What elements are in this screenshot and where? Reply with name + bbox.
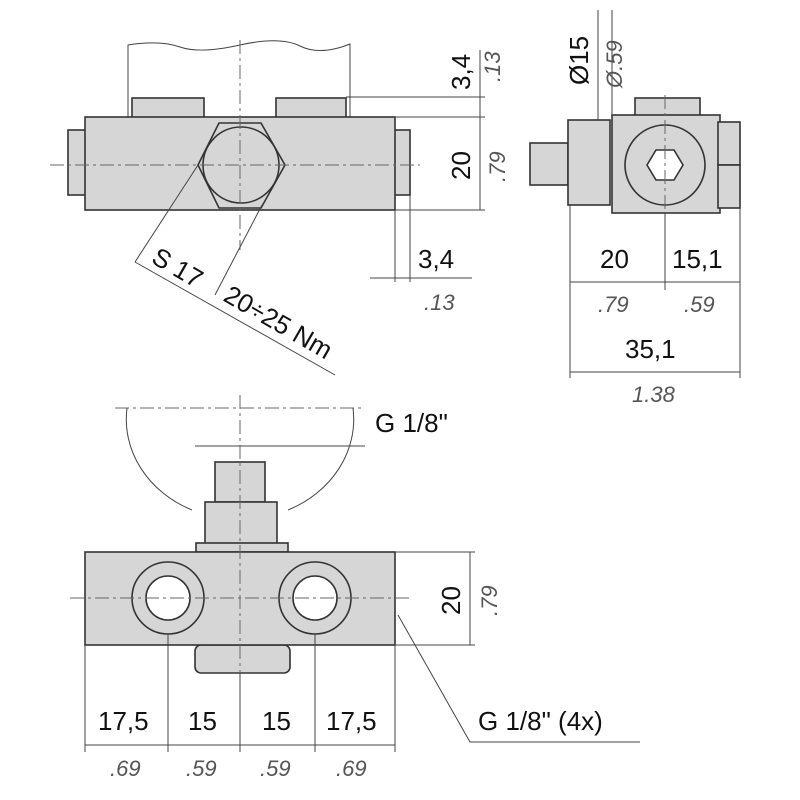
side-plate — [567, 119, 611, 206]
spacing-3-in: .59 — [260, 756, 291, 781]
pipe-arc-right — [287, 407, 355, 511]
side-bump — [634, 97, 701, 117]
dim-height-mm: 20 — [446, 151, 476, 180]
side-view: Ø15 Ø.59 20 15,1 .79 .59 35,1 1.38 — [529, 10, 741, 407]
spacing-4-in: .69 — [336, 756, 367, 781]
spacing-2-in: .59 — [186, 756, 217, 781]
inlet-base — [195, 542, 289, 553]
pipe-arc-left — [125, 407, 193, 511]
dim-top-offset-in: .13 — [480, 51, 505, 82]
side-hex-top — [717, 121, 741, 166]
dim-diameter-in: Ø.59 — [602, 40, 627, 89]
dim-total-mm: 35,1 — [625, 334, 676, 364]
dim-width-b-in: .59 — [684, 292, 715, 317]
dim-total-in: 1.38 — [632, 382, 676, 407]
dim-top-offset-mm: 3,4 — [446, 54, 476, 90]
dim-bottom-height-mm: 20 — [436, 586, 466, 615]
spacing-3-mm: 15 — [262, 706, 291, 736]
dim-bottom-height-in: .79 — [477, 585, 502, 616]
bottom-view: G 1/8" 20 .79 G 1/8" (4x) 17,5 15 15 17,… — [70, 395, 640, 781]
dim-diameter-mm: Ø15 — [564, 36, 594, 85]
fitting-left — [67, 129, 87, 196]
dim-width-b-mm: 15,1 — [672, 244, 723, 274]
spacing-4-mm: 17,5 — [326, 706, 377, 736]
dim-side-offset-mm: 3,4 — [418, 244, 454, 274]
mount-bump-right — [275, 97, 347, 119]
ports-thread-label: G 1/8" (4x) — [478, 706, 603, 736]
dim-width-a-in: .79 — [598, 292, 629, 317]
torque-spec: 20÷25 Nm — [219, 279, 338, 365]
fitting-right — [393, 129, 411, 196]
side-hex-bottom — [717, 164, 741, 209]
spacing-2-mm: 15 — [188, 706, 217, 736]
dim-width-a-mm: 20 — [600, 244, 629, 274]
top-view: 3,4 .13 20 .79 3,4 .13 S 17 20÷25 Nm — [50, 40, 510, 376]
inlet-thread-label: G 1/8" — [375, 408, 448, 438]
side-fitting — [529, 142, 569, 186]
spacing-1-in: .69 — [110, 756, 141, 781]
bottom-nut — [194, 644, 291, 674]
dim-height-in: .79 — [485, 151, 510, 182]
mount-bump-left — [131, 97, 205, 119]
nut-face — [202, 126, 280, 204]
dim-side-offset-in: .13 — [424, 290, 455, 315]
inlet-block — [204, 501, 278, 545]
spacing-1-mm: 17,5 — [98, 706, 149, 736]
